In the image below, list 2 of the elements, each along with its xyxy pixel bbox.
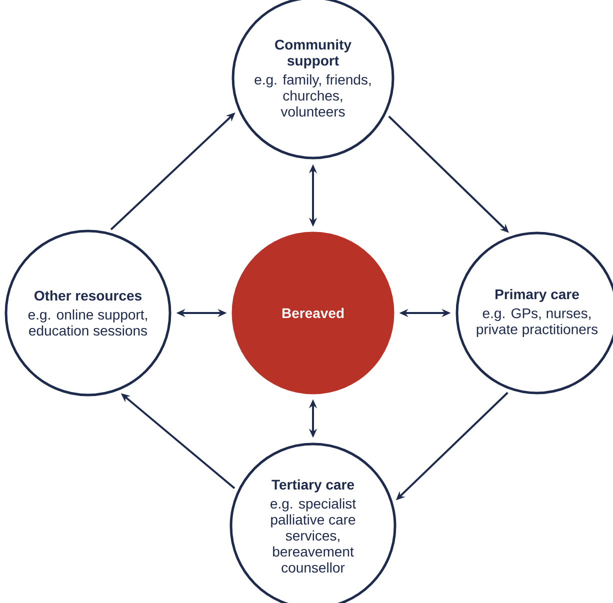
filled-circle-node: Bereaved bbox=[232, 232, 394, 394]
circle-node: Other resources e.g. online support, education sessions bbox=[4, 230, 172, 396]
